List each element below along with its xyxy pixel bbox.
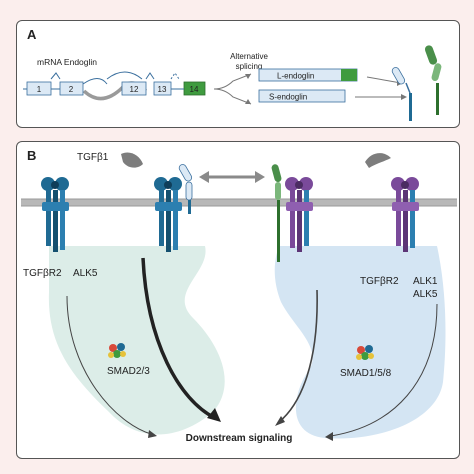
tgfb1-ligand-right-icon xyxy=(365,153,391,168)
panel-b: B TGFβ1 xyxy=(16,141,460,459)
tgfbr2-right-label: TGFβR2 xyxy=(360,276,399,287)
tgfb1-ligand-icon xyxy=(121,152,143,168)
panel-b-label: B xyxy=(27,148,36,163)
svg-text:L-endoglin: L-endoglin xyxy=(277,72,314,81)
arrow-l-endoglin-signal xyxy=(278,289,318,423)
svg-text:S-endoglin: S-endoglin xyxy=(269,93,307,102)
s-endoglin-box: S-endoglin xyxy=(258,89,346,103)
svg-text:14: 14 xyxy=(190,85,199,94)
arrow-right-receptor-signal xyxy=(330,303,438,437)
smad-complex-right-icon xyxy=(356,345,374,360)
downstream-signaling-label: Downstream signaling xyxy=(186,433,293,444)
smad-complex-left-icon xyxy=(108,343,126,358)
arrow-s-endoglin-strong-signal xyxy=(141,257,216,420)
exon-14: 14 xyxy=(183,81,206,96)
alk1-label: ALK1 xyxy=(413,276,438,287)
svg-text:1: 1 xyxy=(37,85,42,94)
alternative-splicing-label-2: splicing xyxy=(236,62,263,71)
panel-a-label: A xyxy=(27,27,37,42)
alternative-splicing-label-1: Alternative xyxy=(230,52,268,61)
smad23-label: SMAD2/3 xyxy=(107,366,150,377)
l-endoglin-protein-icon xyxy=(424,45,442,115)
tgfbr2-alk1-alk5-receptor-right-icon xyxy=(391,177,419,252)
right-cytoplasm-region xyxy=(274,246,446,439)
smad158-label: SMAD1/5/8 xyxy=(340,368,392,379)
l-endoglin-box: L-endoglin xyxy=(258,68,358,82)
s-endoglin-protein-icon xyxy=(391,67,412,121)
tgfbr2-alk5-receptor-left-icon xyxy=(41,177,69,252)
arrow-left-receptor-signal xyxy=(66,295,152,435)
splice-junction-1 xyxy=(50,72,61,80)
panel-a-svg: A mRNA Endoglin 1 2 12 13 14 Alternative… xyxy=(23,27,442,121)
splice-junction-3 xyxy=(106,71,143,80)
svg-text:13: 13 xyxy=(158,85,167,94)
tgfbr2-alk5-s-endoglin-receptor-icon xyxy=(154,164,193,252)
exon-1: 1 xyxy=(26,81,52,96)
exon-12: 12 xyxy=(121,81,147,96)
panel-b-svg: B TGFβ1 xyxy=(21,148,457,444)
exon-13: 13 xyxy=(153,81,172,96)
mrna-endoglin-label: mRNA Endoglin xyxy=(37,57,97,67)
cell-membrane xyxy=(21,199,457,206)
splicing-arrow-down xyxy=(213,88,252,105)
arrow-to-l-endoglin xyxy=(366,76,402,84)
svg-text:2: 2 xyxy=(69,85,74,94)
exon-2: 2 xyxy=(59,81,84,96)
splicing-arrow-up xyxy=(213,73,252,90)
tgfbr2-left-label: TGFβR2 xyxy=(23,268,62,279)
svg-text:12: 12 xyxy=(130,85,139,94)
alk5-left-label: ALK5 xyxy=(73,268,98,279)
tgfb1-label: TGFβ1 xyxy=(77,152,109,163)
alk5-right-label: ALK5 xyxy=(413,289,438,300)
tgfbr2-alk1-l-endoglin-receptor-icon xyxy=(271,164,313,262)
panel-a: A mRNA Endoglin 1 2 12 13 14 Alternative… xyxy=(16,20,460,128)
splice-junction-5-dashed xyxy=(170,72,180,80)
splice-junction-4 xyxy=(145,72,155,80)
splice-junction-2 xyxy=(82,78,108,85)
